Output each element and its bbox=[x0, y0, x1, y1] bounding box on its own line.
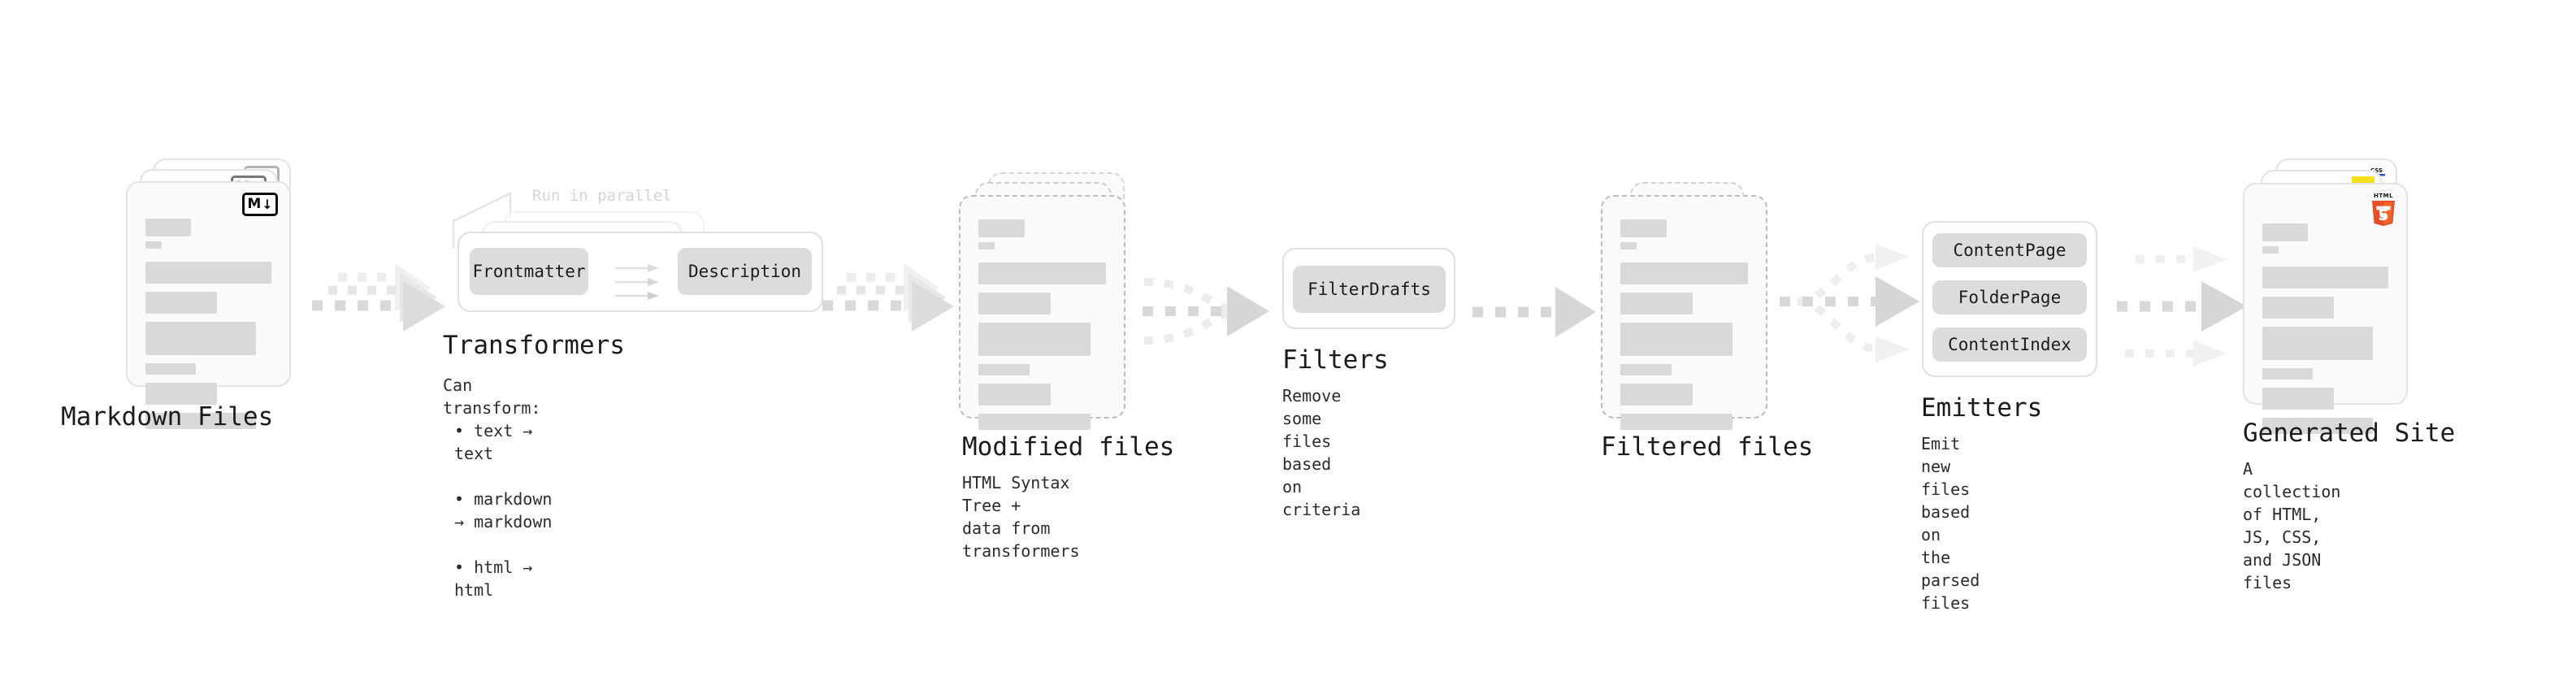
bullet-dot: • bbox=[454, 489, 475, 509]
bullet-label: markdown → markdown bbox=[454, 489, 553, 531]
transformers-bullet-list: • text → text • markdown → markdown • ht… bbox=[454, 397, 552, 601]
content-bar bbox=[978, 323, 1091, 356]
bullet-label: text → text bbox=[454, 421, 533, 463]
emitter-node-folderpage[interactable]: FolderPage bbox=[1932, 280, 2087, 314]
content-bar bbox=[145, 219, 191, 236]
markdown-logo-icon: M↓ bbox=[242, 193, 278, 216]
content-bar bbox=[1620, 414, 1733, 430]
content-bar bbox=[978, 364, 1030, 375]
bullet-dot: • bbox=[454, 421, 475, 440]
modified-card-content bbox=[978, 219, 1106, 430]
site-card-content bbox=[2262, 223, 2388, 434]
connector-transformers-to-modified bbox=[822, 263, 954, 332]
html5-logo-icon: HTML 5 bbox=[2372, 193, 2395, 226]
bullet-label: html → html bbox=[454, 557, 533, 600]
stage-desc-emitters: Emit new files based on the parsed files bbox=[1921, 434, 1980, 613]
content-bar bbox=[978, 293, 1052, 314]
site-card-front: HTML 5 bbox=[2243, 183, 2408, 434]
stage-title-filters: Filters bbox=[1282, 345, 1389, 375]
stage-title-emitters: Emitters bbox=[1921, 393, 2043, 423]
bullet-item: • text → text bbox=[454, 397, 552, 465]
emitter-node-contentindex[interactable]: ContentIndex bbox=[1932, 327, 2087, 362]
stage-title-transformers: Transformers bbox=[443, 331, 625, 360]
connector-filtered-to-emitters bbox=[1780, 244, 1919, 362]
content-bar bbox=[2262, 297, 2335, 319]
connector-filters-to-filtered bbox=[1472, 287, 1596, 337]
content-bar bbox=[978, 262, 1106, 284]
content-bar bbox=[978, 414, 1091, 430]
emitter-node-contentpage[interactable]: ContentPage bbox=[1932, 233, 2087, 267]
content-bar bbox=[145, 322, 257, 355]
stage-desc-filters: Remove some files based on criteria bbox=[1282, 386, 1361, 519]
content-bar bbox=[145, 241, 163, 249]
connector-emitters-to-site bbox=[2117, 246, 2247, 367]
connector-modified-to-filters bbox=[1143, 278, 1269, 345]
content-bar bbox=[145, 262, 271, 284]
content-bar bbox=[978, 219, 1025, 237]
content-bar bbox=[1620, 219, 1667, 237]
stage-title-generated-site: Generated Site bbox=[2243, 419, 2456, 448]
content-bar bbox=[2262, 418, 2374, 434]
transformers-internal-arrows bbox=[615, 264, 659, 300]
content-bar bbox=[145, 383, 218, 405]
content-bar bbox=[1620, 364, 1672, 375]
bullet-item: • markdown → markdown bbox=[454, 465, 552, 533]
transformer-node-frontmatter[interactable]: Frontmatter bbox=[470, 248, 588, 295]
content-bar bbox=[145, 413, 257, 429]
svg-text:HTML: HTML bbox=[2374, 193, 2393, 199]
transformer-node-description[interactable]: Description bbox=[678, 248, 812, 295]
stage-title-filtered-files: Filtered files bbox=[1601, 432, 1814, 462]
connector-md-to-transformers bbox=[312, 263, 445, 332]
stage-desc-generated-site: A collection of HTML, JS, CSS, and JSON … bbox=[2243, 459, 2341, 592]
content-bar bbox=[2262, 246, 2279, 254]
content-bar bbox=[1620, 384, 1693, 406]
bullet-item: • html → html bbox=[454, 533, 552, 601]
run-in-parallel-bracket bbox=[452, 192, 512, 248]
content-bar bbox=[2262, 368, 2313, 380]
content-bar bbox=[145, 292, 218, 314]
svg-text:CSS: CSS bbox=[2370, 167, 2383, 174]
stage-title-modified-files: Modified files bbox=[962, 432, 1175, 462]
content-bar bbox=[2262, 388, 2335, 410]
filtered-card-content bbox=[1620, 219, 1748, 430]
bullet-dot: • bbox=[454, 557, 475, 577]
markdown-logo-arrow: ↓ bbox=[262, 196, 273, 212]
stage-desc-modified-files: HTML Syntax Tree + data from transformer… bbox=[962, 473, 1080, 561]
stage-title-markdown-files: Markdown Files bbox=[61, 402, 274, 432]
content-bar bbox=[1620, 262, 1748, 284]
content-bar bbox=[2262, 267, 2388, 288]
content-bar bbox=[2262, 327, 2374, 360]
content-bar bbox=[2262, 223, 2308, 241]
run-in-parallel-label: Run in parallel bbox=[532, 187, 672, 205]
stage-desc-transformers: Can transform: bbox=[443, 375, 541, 418]
filtered-card-front bbox=[1601, 195, 1767, 430]
content-bar bbox=[978, 242, 995, 249]
markdown-logo-letter: M bbox=[247, 196, 262, 212]
markdown-card-content bbox=[145, 219, 271, 429]
filter-node-filterdrafts[interactable]: FilterDrafts bbox=[1293, 266, 1446, 313]
content-bar bbox=[1620, 323, 1733, 356]
svg-text:5: 5 bbox=[2378, 206, 2388, 224]
markdown-card-front: M↓ bbox=[126, 181, 291, 429]
content-bar bbox=[978, 384, 1052, 406]
content-bar bbox=[145, 363, 196, 375]
content-bar bbox=[1620, 293, 1693, 314]
modified-card-front bbox=[959, 195, 1125, 430]
content-bar bbox=[1620, 242, 1637, 249]
